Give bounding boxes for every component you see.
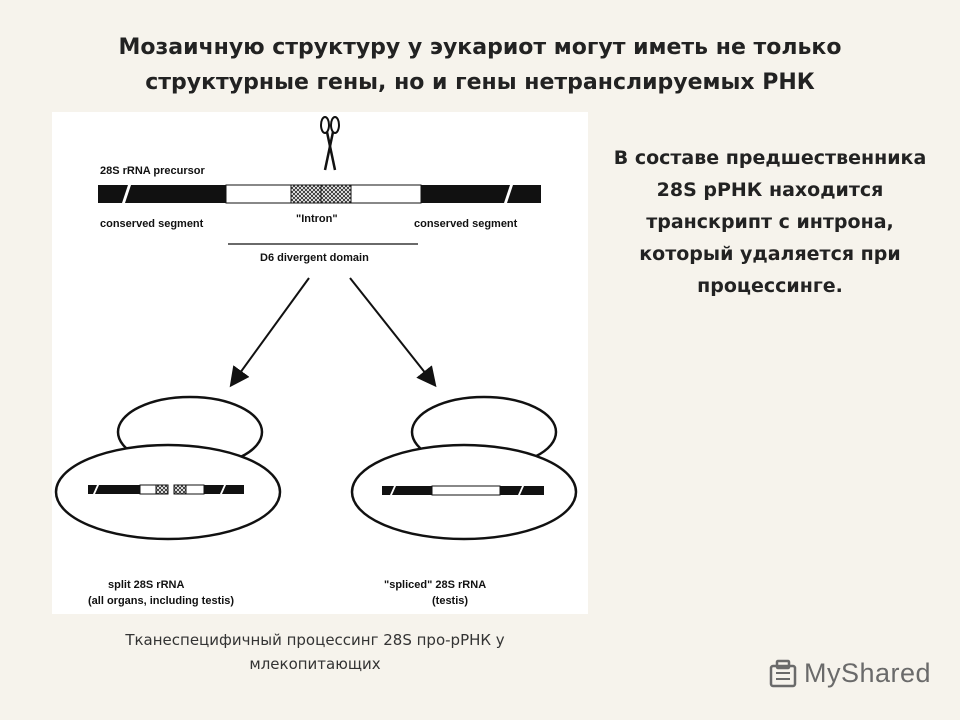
intron-label: "Intron" bbox=[296, 213, 338, 225]
spliced-rrna-label: "spliced" 28S rRNA bbox=[384, 579, 486, 591]
scissors-icon bbox=[320, 116, 340, 171]
watermark-text: MyShared bbox=[804, 658, 932, 688]
description-line-1: В составе предшественника bbox=[613, 147, 927, 169]
intron-white-left bbox=[225, 184, 292, 204]
ribosome-right bbox=[350, 395, 578, 541]
divergent-domain-label: D6 divergent domain bbox=[260, 252, 369, 264]
split-rrna-label: split 28S rRNA bbox=[108, 579, 184, 591]
description-text: В составе предшественника 28S рРНК наход… bbox=[600, 142, 940, 302]
caption-line-2: млекопитающих bbox=[249, 655, 381, 673]
slide-title: Мозаичную структуру у эукариот могут име… bbox=[40, 30, 920, 100]
conserved-segment-left-label: conserved segment bbox=[100, 218, 204, 230]
intron-white-right bbox=[350, 184, 422, 204]
conserved-segment-right-label: conserved segment bbox=[414, 218, 518, 230]
watermark[interactable]: MyShared bbox=[768, 654, 932, 694]
figure-caption: Тканеспецифичный процессинг 28S про-рРНК… bbox=[80, 628, 550, 676]
bar-break-right bbox=[504, 185, 513, 203]
conserved-right-block bbox=[421, 185, 541, 203]
arrow-left bbox=[229, 277, 310, 388]
share-logo-icon bbox=[769, 659, 797, 688]
description-line-2: 28S рРНК находится bbox=[656, 179, 884, 201]
description-line-3: транскрипт с интрона, bbox=[646, 211, 894, 233]
conserved-left-block bbox=[98, 185, 226, 203]
title-line-1: Мозаичную структуру у эукариот могут име… bbox=[118, 35, 842, 60]
description-line-5: процессинге. bbox=[697, 275, 843, 297]
bar-break-left bbox=[122, 185, 131, 203]
description-line-4: который удаляется при bbox=[639, 243, 901, 265]
rrna-processing-figure: 28S rRNA precursor conserved segment "In… bbox=[52, 112, 588, 614]
figure-canvas: 28S rRNA precursor conserved segment "In… bbox=[54, 116, 578, 607]
split-rrna-sublabel: (all organs, including testis) bbox=[88, 595, 234, 607]
spliced-rrna-sublabel: (testis) bbox=[432, 595, 468, 607]
ribosome-left bbox=[54, 395, 282, 541]
precursor-bar bbox=[98, 184, 541, 204]
precursor-label: 28S rRNA precursor bbox=[100, 165, 205, 177]
caption-line-1: Тканеспецифичный процессинг 28S про-рРНК… bbox=[125, 631, 505, 649]
arrow-right bbox=[349, 277, 437, 388]
title-line-2: структурные гены, но и гены нетранслируе… bbox=[145, 70, 815, 95]
